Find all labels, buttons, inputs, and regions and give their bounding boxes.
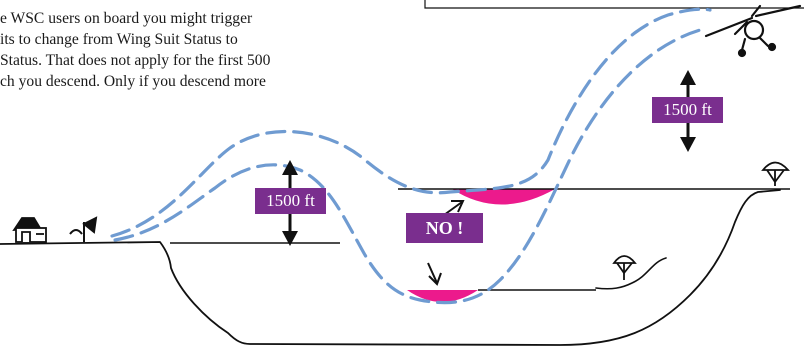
- intro-line-2: its to change from Wing Suit Status to: [0, 31, 238, 48]
- caption-frame: [424, 0, 804, 9]
- altitude-label-right: 1500 ft: [652, 97, 723, 123]
- flight-path-outer: [110, 7, 712, 238]
- flight-path-inner: [113, 28, 702, 305]
- pointer-arrow-lower: [427, 262, 442, 286]
- intro-line-3: Status. That does not apply for the firs…: [0, 52, 271, 69]
- right-hill-slope: [595, 257, 667, 290]
- parachute-icon: [761, 161, 790, 186]
- intro-line-1: e WSC users on board you might trigger: [0, 10, 253, 27]
- intro-text: e WSC users on board you might trigger i…: [0, 8, 382, 92]
- landing-zone-upper: [452, 189, 555, 205]
- hangar-icon: [12, 217, 47, 243]
- parachute-icon-lower: [612, 255, 637, 280]
- terrain-outline: [0, 189, 781, 346]
- intro-line-4: ch you descend. Only if you descend more: [0, 73, 266, 90]
- no-label: NO !: [406, 213, 483, 243]
- landing-zone-lower: [407, 290, 478, 302]
- airplane-icon: [704, 4, 802, 58]
- altitude-label-left: 1500 ft: [255, 188, 326, 214]
- pointer-arrow-upper: [443, 200, 465, 216]
- windsock-icon: [69, 216, 98, 242]
